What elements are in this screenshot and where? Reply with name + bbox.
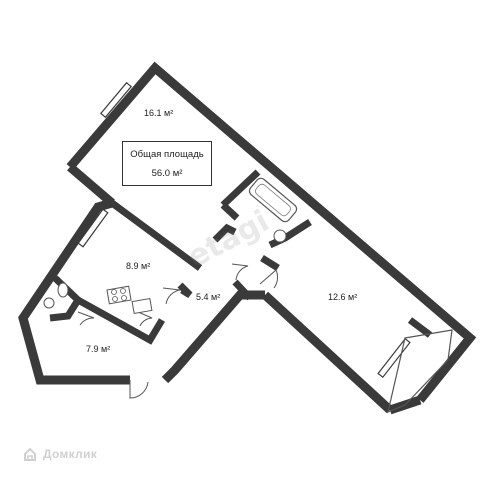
room-label-16-1: 16.1 м²	[144, 108, 174, 118]
room-label-7-9: 7.9 м²	[86, 344, 111, 354]
balcony	[387, 329, 453, 413]
doors	[77, 263, 279, 399]
domclick-logo-icon	[24, 447, 36, 461]
brand-name: Домклик	[43, 447, 98, 461]
room-label-8-9: 8.9 м²	[126, 261, 151, 271]
bathtub-icon	[248, 177, 298, 223]
stove-icon	[106, 285, 132, 305]
brand-mark: Домклик	[22, 446, 97, 462]
total-area-value: 56.0 м²	[151, 168, 183, 179]
toilet-icon	[57, 282, 69, 298]
windows	[77, 81, 411, 379]
total-area-box: Общая площадь 56.0 м²	[122, 141, 212, 186]
room-label-5-4: 5.4 м²	[196, 292, 221, 302]
sink-icon	[43, 229, 287, 309]
total-area-label: Общая площадь	[130, 149, 204, 160]
kitchen-sink-icon	[131, 297, 153, 315]
walls	[18, 61, 477, 415]
room-label-12-6: 12.6 м²	[328, 292, 358, 302]
